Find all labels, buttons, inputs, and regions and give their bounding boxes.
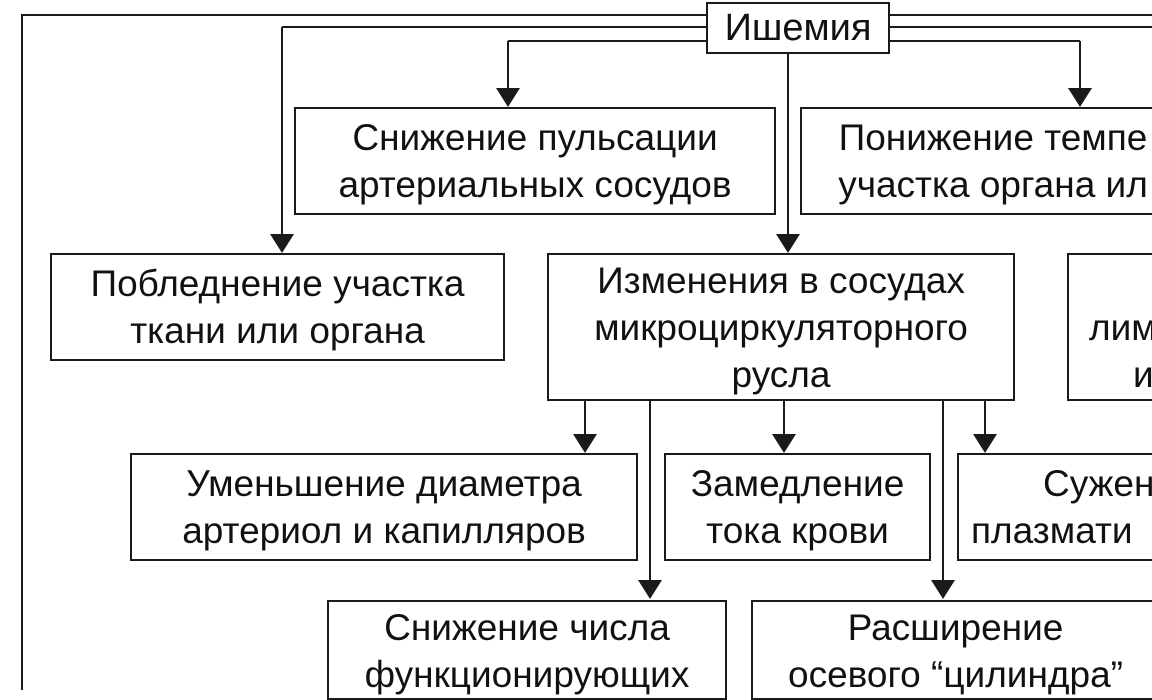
cylinder-line-2: осевого “цилиндра” bbox=[788, 654, 1123, 695]
microvessels-line-2: микроциркуляторного bbox=[594, 306, 968, 348]
microvessels-line-1: Изменения в сосудах bbox=[597, 259, 965, 301]
narrowing-box: Сужен плазмати bbox=[957, 453, 1152, 561]
slowing-box: Замедление тока крови bbox=[664, 453, 931, 561]
title-box: Ишемия bbox=[706, 2, 890, 54]
title-text: Ишемия bbox=[724, 7, 872, 49]
arrow-to-temperature bbox=[1068, 88, 1092, 107]
slowing-line-1: Замедление bbox=[690, 463, 905, 504]
capillaries-line-2: функционирующих bbox=[364, 654, 690, 695]
cylinder-line-1: Расширение bbox=[847, 607, 1064, 648]
arrow-to-cylinder bbox=[931, 580, 955, 599]
microvessels-line-3: русла bbox=[731, 353, 831, 395]
pallor-line-2: ткани или органа bbox=[130, 310, 425, 351]
pulsation-box: Снижение пульсации артериальных сосудов bbox=[294, 107, 776, 215]
arrow-to-pallor bbox=[270, 234, 294, 253]
capillaries-box: Снижение числа функционирующих bbox=[327, 600, 727, 700]
pulsation-line-1: Снижение пульсации bbox=[352, 117, 718, 158]
arrow-to-diameter bbox=[573, 434, 597, 453]
narrowing-line-1: Сужен bbox=[1043, 463, 1152, 504]
lymph-line-2: лим bbox=[1089, 306, 1152, 348]
pallor-box: Побледнение участка ткани или органа bbox=[50, 253, 505, 361]
outer-frame-left bbox=[21, 14, 706, 690]
arrow-to-capillaries bbox=[638, 580, 662, 599]
arrow-to-pulsation bbox=[496, 88, 520, 107]
arrow-to-microvessels bbox=[776, 234, 800, 253]
lymph-line-3: и bbox=[1133, 353, 1152, 395]
pulsation-line-2: артериальных сосудов bbox=[338, 164, 732, 205]
capillaries-line-1: Снижение числа bbox=[384, 607, 670, 648]
temperature-line-1: Понижение темпе bbox=[838, 117, 1148, 158]
diameter-line-1: Уменьшение диаметра bbox=[186, 463, 582, 504]
slowing-line-2: тока крови bbox=[706, 510, 889, 551]
arrow-to-narrowing bbox=[973, 434, 997, 453]
cylinder-box: Расширение осевого “цилиндра” bbox=[751, 600, 1152, 700]
diameter-box: Уменьшение диаметра артериол и капилляро… bbox=[130, 453, 638, 561]
arrow-to-slowing bbox=[772, 434, 796, 453]
temperature-box: Понижение темпе участка органа ил bbox=[800, 107, 1152, 215]
diameter-line-2: артериол и капилляров bbox=[182, 510, 586, 551]
microvessels-box: Изменения в сосудах микроциркуляторного … bbox=[547, 253, 1015, 401]
pallor-line-1: Побледнение участка bbox=[90, 263, 465, 304]
temperature-line-2: участка органа ил bbox=[838, 164, 1148, 205]
narrowing-line-2: плазмати bbox=[971, 510, 1133, 551]
lymph-box: лим и bbox=[1067, 253, 1152, 401]
